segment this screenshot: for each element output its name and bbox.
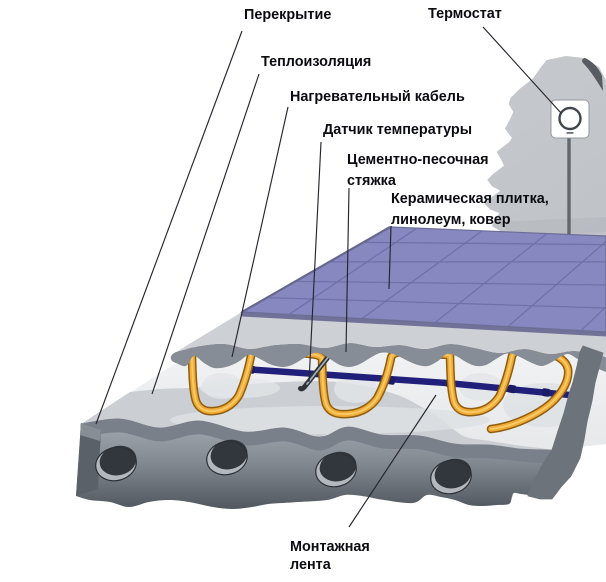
svg-text:Нагревательный кабель: Нагревательный кабель	[290, 89, 465, 105]
svg-text:Керамическая плитка,: Керамическая плитка,	[391, 191, 549, 207]
svg-text:Датчик температуры: Датчик температуры	[323, 122, 472, 138]
svg-text:Теплоизоляция: Теплоизоляция	[261, 54, 371, 70]
svg-text:Монтажная: Монтажная	[290, 539, 370, 555]
svg-text:лента: лента	[290, 557, 332, 573]
svg-text:Перекрытие: Перекрытие	[244, 7, 331, 23]
svg-text:стяжка: стяжка	[347, 173, 397, 189]
svg-text:Цементно-песочная: Цементно-песочная	[347, 152, 489, 168]
svg-text:Термостат: Термостат	[428, 6, 502, 22]
svg-text:линолеум, ковер: линолеум, ковер	[391, 212, 511, 228]
